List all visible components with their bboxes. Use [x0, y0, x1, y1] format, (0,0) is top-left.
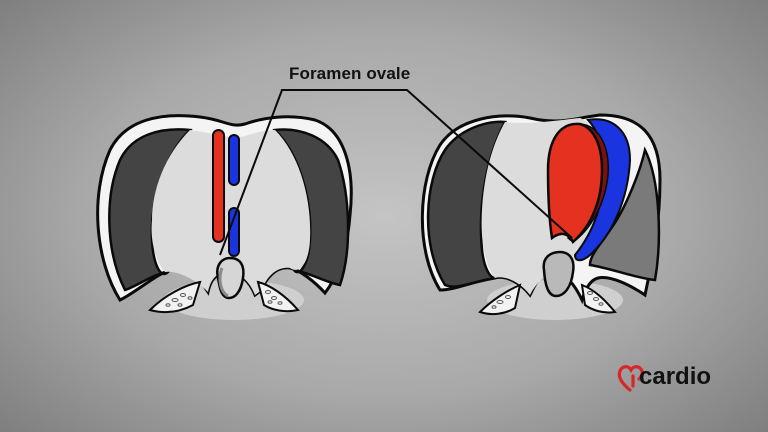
heart-icon [617, 365, 644, 392]
left-cross-section [96, 114, 353, 320]
right-cross-section [420, 113, 662, 320]
foramen-ovale-label: Foramen ovale [289, 64, 411, 83]
brand-name: cardio [639, 363, 712, 390]
brand-logo [617, 365, 644, 392]
label-leader-lines [219, 89, 573, 256]
